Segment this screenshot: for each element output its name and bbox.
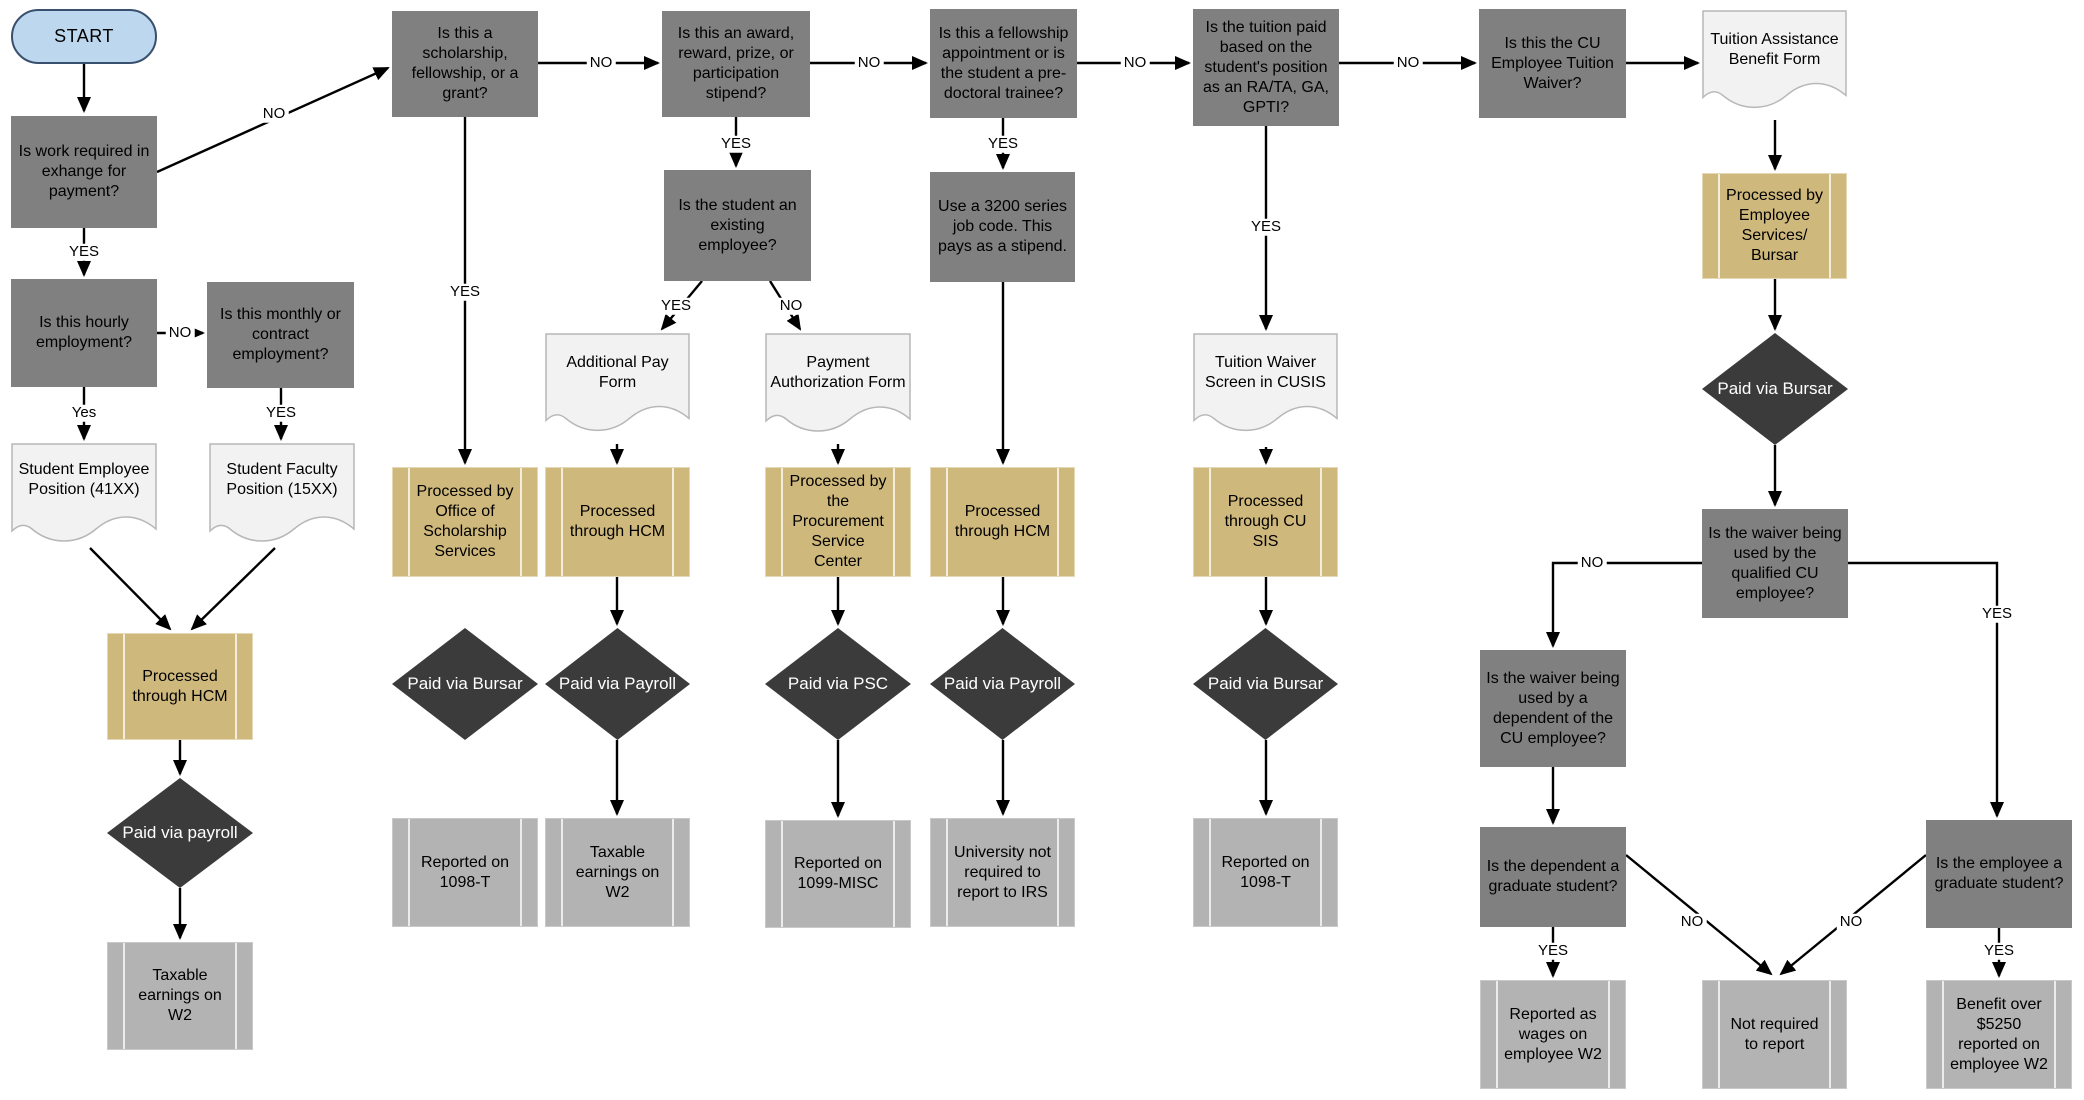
q-work-required: Is work required in exhange for payment?	[11, 116, 157, 228]
e-15xx-hcm1	[190, 547, 276, 631]
e-scholarship-oss-yes-label: YES	[446, 283, 484, 301]
start-terminator: START	[11, 9, 157, 64]
doc-payment-authorization-form: Payment Authorization Form	[765, 333, 911, 440]
q-dependent-graduate: Is the dependent a graduate student?	[1480, 827, 1626, 927]
end-taxable-w2-2: Taxable earnings on W2	[545, 818, 690, 927]
e-award-existing-yes-label: YES	[717, 135, 755, 153]
dia-paid-via-psc: Paid via PSC	[765, 628, 911, 740]
e-empgrad-notreq-no-label: NO	[1836, 913, 1866, 931]
proc-employee-services-bursar: Processed by Employee Services/ Bursar	[1702, 173, 1847, 279]
q-waiver-qualified-employee: Is the waiver being used by the qualifie…	[1702, 509, 1848, 618]
proc-hcm-2: Processed through HCM	[545, 467, 690, 577]
e-monthly-15xx-yes-label: YES	[262, 404, 300, 422]
e-41xx-hcm1	[89, 547, 172, 631]
doc-student-faculty-15xx: Student Faculty Position (15XX)	[209, 443, 355, 545]
doc-additional-pay-form: Additional Pay Form	[545, 333, 690, 440]
q-tuition-ra-ta: Is the tuition paid based on the student…	[1193, 9, 1339, 126]
doc-student-faculty-15xx-label: Student Faculty Position (15XX)	[226, 461, 338, 498]
q-award-stipend: Is this an award, reward, prize, or part…	[662, 11, 810, 117]
dia-paid-via-bursar-1: Paid via Bursar	[392, 628, 538, 740]
dia-paid-via-bursar-2-label: Paid via Bursar	[1207, 674, 1324, 694]
doc-payment-authorization-form-shape	[765, 333, 911, 432]
e-depgrad-wages-yes-label: YES	[1534, 942, 1572, 960]
dia-paid-via-bursar-1-label: Paid via Bursar	[407, 674, 523, 694]
doc-tuition-assistance-benefit-form: Tuition Assistance Benefit Form	[1702, 10, 1847, 118]
doc-payment-authorization-form-label: Payment Authorization Form	[770, 353, 906, 391]
e-qualified-empgrad-yes-label: YES	[1978, 605, 2016, 623]
doc-tuition-waiver-screen: Tuition Waiver Screen in CUSIS	[1193, 333, 1338, 440]
dia-paid-via-payroll-3: Paid via Payroll	[930, 628, 1075, 740]
e-work-scholarship-no-label: NO	[259, 105, 289, 123]
doc-tuition-assistance-benefit-form-shape	[1702, 10, 1847, 108]
doc-student-employee-41xx-shape	[11, 443, 157, 542]
e-existing-payauth-no-label: NO	[776, 297, 806, 315]
dia-paid-via-bursar-3-label: Paid via Bursar	[1717, 379, 1833, 399]
proc-cu-sis: Processed through CU SIS	[1193, 467, 1338, 577]
e-fellowship-3200-yes-label: YES	[984, 135, 1022, 153]
end-reported-1098t-2: Reported on 1098-T	[1193, 818, 1338, 927]
q-scholarship: Is this a scholarship, fellowship, or a …	[392, 11, 538, 117]
doc-student-faculty-15xx-shape	[209, 443, 355, 542]
doc-tuition-waiver-screen-label: Tuition Waiver Screen in CUSIS	[1205, 353, 1326, 391]
e-hourly-monthly-no-label: NO	[165, 324, 195, 342]
proc-hcm-1: Processed through HCM	[107, 633, 253, 740]
dia-paid-via-payroll-2: Paid via Payroll	[545, 628, 690, 740]
dia-paid-via-bursar-3: Paid via Bursar	[1702, 333, 1848, 445]
q-monthly-contract: Is this monthly or contract employment?	[207, 282, 354, 388]
end-reported-wages-w2: Reported as wages on employee W2	[1480, 980, 1626, 1089]
doc-tuition-assistance-benefit-form-label: Tuition Assistance Benefit Form	[1710, 31, 1839, 68]
dia-paid-via-bursar-2: Paid via Bursar	[1193, 628, 1338, 740]
e-ra-waiverscreen-yes-label: YES	[1247, 218, 1285, 236]
dia-paid-via-payroll-1: Paid via payroll	[107, 778, 253, 888]
e-qualified-empgrad-yes	[1848, 561, 2004, 818]
dia-paid-via-payroll-3-label: Paid via Payroll	[943, 674, 1062, 694]
q-waiver-dependent: Is the waiver being used by a dependent …	[1480, 650, 1626, 767]
e-depgrad-notreq-no-label: NO	[1677, 913, 1707, 931]
doc-additional-pay-form-shape	[545, 333, 690, 431]
doc-tuition-waiver-screen-shape	[1193, 333, 1338, 431]
doc-additional-pay-form-label: Additional Pay Form	[566, 353, 669, 391]
e-scholarship-award-no-label: NO	[586, 54, 616, 72]
end-reported-1099-misc: Reported on 1099-MISC	[765, 820, 911, 928]
doc-student-employee-41xx-label: Student Employee Position (41XX)	[18, 461, 150, 498]
e-fellowship-ra-no-label: NO	[1120, 54, 1150, 72]
end-benefit-over-5250: Benefit over $5250 reported on employee …	[1926, 980, 2072, 1089]
proc-scholarship-services: Processed by Office of Scholarship Servi…	[392, 467, 538, 577]
note-3200-job-code: Use a 3200 series job code. This pays as…	[930, 172, 1075, 282]
dia-paid-via-payroll-1-label: Paid via payroll	[122, 823, 238, 843]
e-qualified-dependent-no	[1546, 561, 1702, 648]
q-fellowship-appointment: Is this a fellowship appointment or is t…	[930, 9, 1077, 118]
q-hourly-employment: Is this hourly employment?	[11, 279, 157, 387]
proc-procurement-service-center: Processed by the Procurement Service Cen…	[765, 467, 911, 577]
q-existing-employee: Is the student an existing employee?	[664, 170, 811, 281]
e-hourly-41xx-yes-label: Yes	[68, 404, 100, 422]
q-cu-employee-tuition-waiver: Is this the CU Employee Tuition Waiver?	[1479, 9, 1626, 118]
end-reported-1098t-1: Reported on 1098-T	[392, 818, 538, 927]
end-not-required-report: Not required to report	[1702, 980, 1847, 1089]
dia-paid-via-psc-label: Paid via PSC	[787, 674, 889, 694]
doc-student-employee-41xx: Student Employee Position (41XX)	[11, 443, 157, 545]
end-not-required-irs: University not required to report to IRS	[930, 818, 1075, 927]
e-work-hourly-yes-label: YES	[65, 243, 103, 261]
q-employee-graduate: Is the employee a graduate student?	[1926, 820, 2072, 928]
e-ra-cuwaiver-no-label: NO	[1393, 54, 1423, 72]
e-empgrad-benefit-yes-label: YES	[1980, 942, 2018, 960]
proc-hcm-3: Processed through HCM	[930, 467, 1075, 577]
e-existing-addpay-yes-label: YES	[657, 297, 695, 315]
e-award-fellowship-no-label: NO	[854, 54, 884, 72]
e-qualified-dependent-no-label: NO	[1577, 554, 1607, 572]
end-taxable-w2-1: Taxable earnings on W2	[107, 942, 253, 1050]
dia-paid-via-payroll-2-label: Paid via Payroll	[558, 674, 677, 694]
